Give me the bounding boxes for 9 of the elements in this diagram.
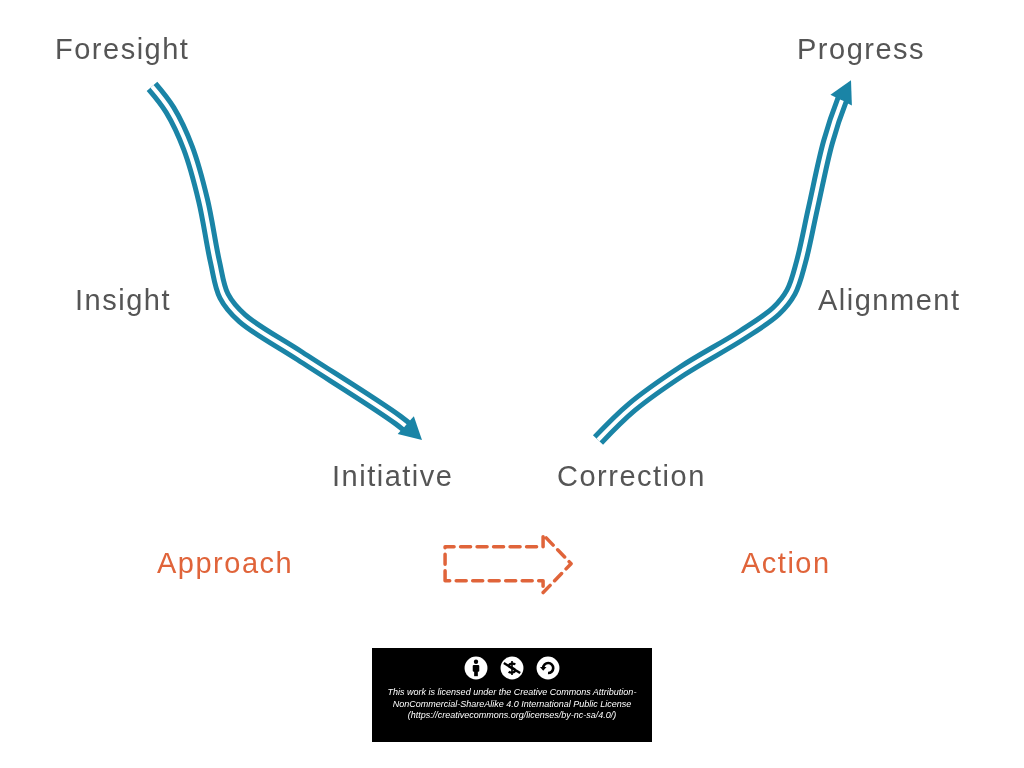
stage-label: Correction	[557, 460, 706, 494]
phase-label: Action	[741, 547, 831, 581]
stage-label: Foresight	[55, 33, 190, 67]
stage-label: Alignment	[818, 284, 961, 318]
license-text: This work is licensed under the Creative Commons Attribution-NonCommercial-ShareAlike 4.0 International Public License (https://creativecommons.org/licenses/by-nc-sa/4.0/)	[386, 687, 638, 723]
stage-label: Initiative	[332, 460, 454, 494]
stage-label: Insight	[75, 284, 171, 318]
stage-label: Progress	[797, 33, 926, 67]
phase-label: Approach	[157, 547, 294, 581]
